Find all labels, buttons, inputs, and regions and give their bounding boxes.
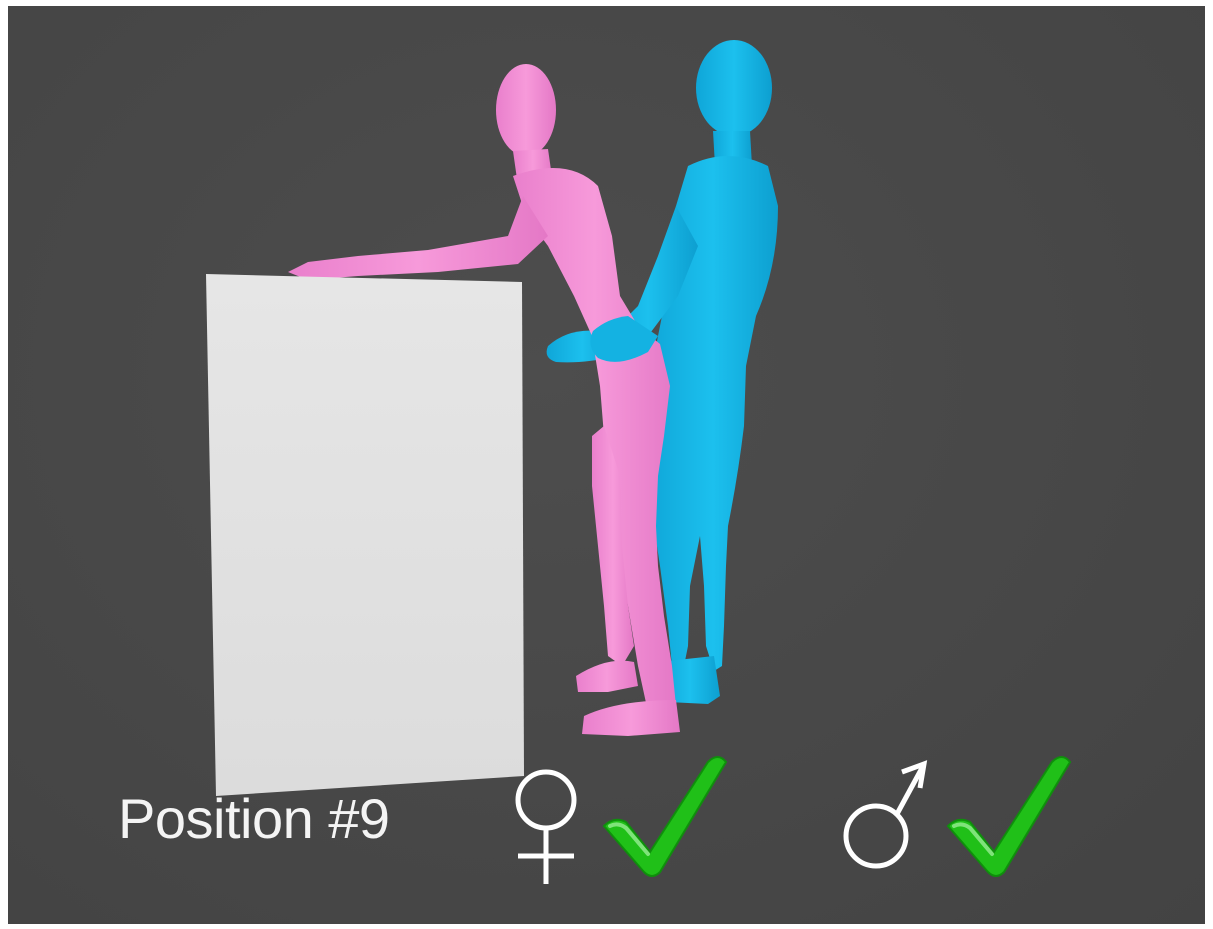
panel (206, 274, 524, 796)
scene: Position #9 (8, 6, 1205, 924)
position-caption: Position #9 (118, 786, 390, 851)
checkmark-icon (598, 748, 728, 880)
male-symbol-icon (834, 756, 934, 876)
female-symbol-icon (506, 762, 586, 886)
checkmark-icon (942, 748, 1072, 880)
